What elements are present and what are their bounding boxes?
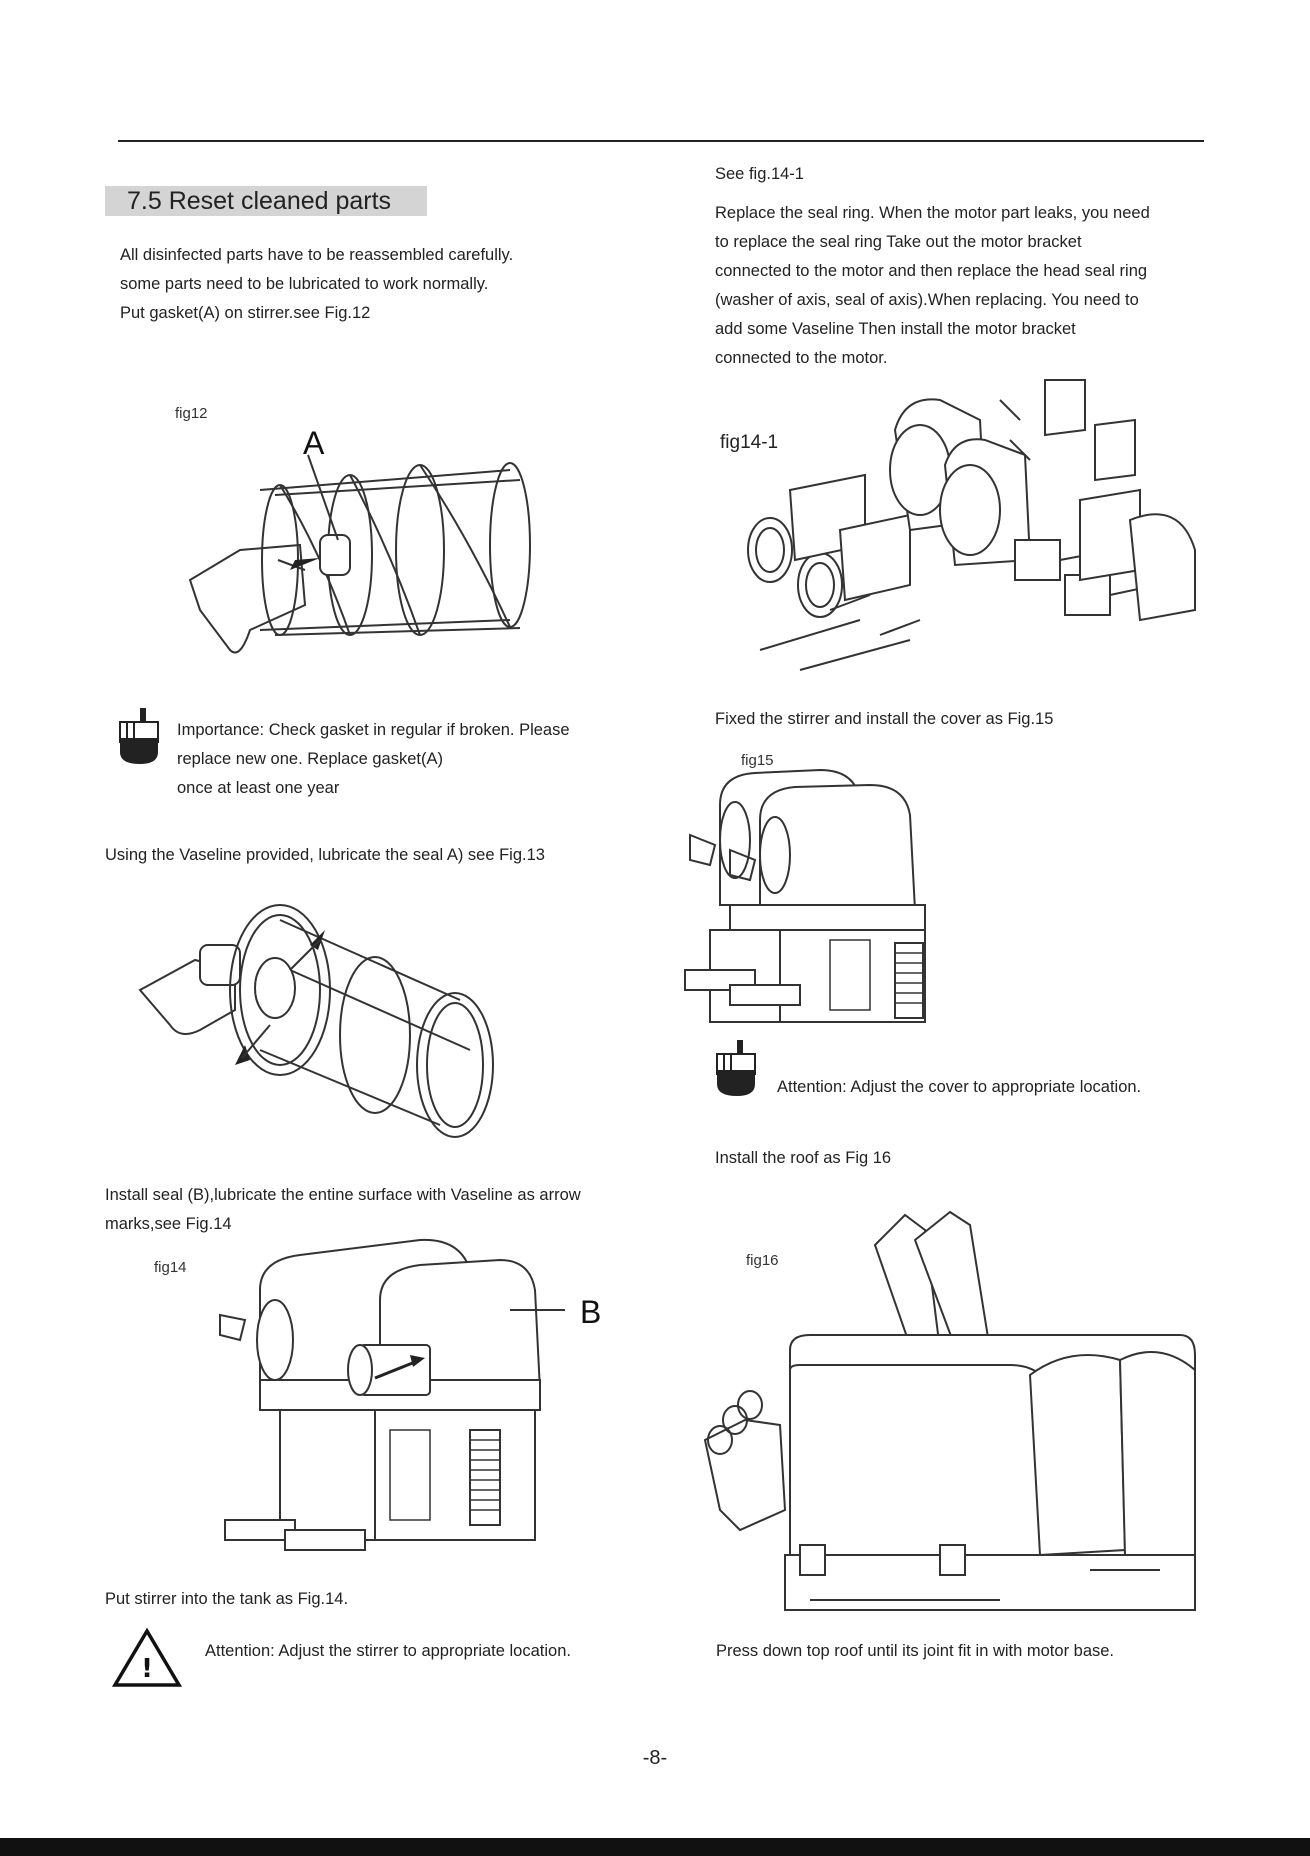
pointing-hand-icon	[716, 1040, 756, 1096]
replace-seal-line: add some Vaseline Then install the motor…	[715, 320, 1076, 338]
replace-seal-line: to replace the seal ring Take out the mo…	[715, 233, 1082, 251]
fig15-illustration	[684, 768, 926, 1023]
replace-seal-paragraph: Replace the seal ring. When the motor pa…	[715, 199, 1150, 373]
warning-triangle-icon: !	[111, 1627, 183, 1687]
replace-seal-line: connected to the motor.	[715, 349, 888, 367]
intro-paragraph: All disinfected parts have to be reassem…	[120, 241, 513, 328]
vaseline-instruction: Using the Vaseline provided, lubricate t…	[105, 846, 545, 864]
importance-line: Importance: Check gasket in regular if b…	[177, 721, 570, 739]
intro-line: All disinfected parts have to be reassem…	[120, 246, 514, 264]
fig14-label-b: B	[580, 1294, 602, 1330]
fig16-illustration	[703, 1210, 1196, 1611]
fig13-illustration	[138, 904, 494, 1138]
install-seal-instruction: Install seal (B),lubricate the entine su…	[105, 1181, 581, 1239]
fig12-label-a: A	[303, 425, 325, 461]
importance-line: once at least one year	[177, 779, 340, 797]
replace-seal-line: Replace the seal ring. When the motor pa…	[715, 204, 1150, 222]
replace-seal-line: (washer of axis, seal of axis).When repl…	[715, 291, 1139, 309]
press-down-instruction: Press down top roof until its joint fit …	[716, 1642, 1115, 1660]
fig16-caption: fig16	[746, 1252, 779, 1269]
top-rule	[118, 140, 1204, 142]
page-number: -8-	[642, 1747, 668, 1769]
importance-line: replace new one. Replace gasket(A)	[177, 750, 443, 768]
install-seal-line: marks,see Fig.14	[105, 1215, 232, 1233]
intro-line: some parts need to be lubricated to work…	[120, 275, 489, 293]
fig14-1-illustration	[747, 379, 1196, 671]
fig14-caption: fig14	[154, 1259, 187, 1276]
fig12-illustration	[188, 454, 531, 654]
importance-note: Importance: Check gasket in regular if b…	[177, 716, 570, 803]
put-stirrer-instruction: Put stirrer into the tank as Fig.14.	[105, 1590, 349, 1608]
left-attention-note: Attention: Adjust the stirrer to appropr…	[205, 1642, 571, 1660]
fig14-illustration	[219, 1238, 565, 1551]
fixed-stirrer-instruction: Fixed the stirrer and install the cover …	[715, 710, 1054, 728]
fig15-caption: fig15	[741, 752, 774, 769]
see-fig-14-1: See fig.14-1	[715, 165, 804, 183]
intro-line: Put gasket(A) on stirrer.see Fig.12	[120, 304, 371, 322]
install-seal-line: Install seal (B),lubricate the entine su…	[105, 1186, 581, 1204]
fig14-1-caption: fig14-1	[720, 432, 779, 453]
svg-text:!: !	[141, 1654, 153, 1684]
fig12-caption: fig12	[175, 405, 208, 422]
install-roof-instruction: Install the roof as Fig 16	[715, 1149, 892, 1167]
right-attention-note: Attention: Adjust the cover to appropria…	[777, 1078, 1142, 1096]
replace-seal-line: connected to the motor and then replace …	[715, 262, 1148, 280]
pointing-hand-icon	[119, 708, 159, 764]
section-heading: 7.5 Reset cleaned parts	[105, 186, 427, 216]
bottom-bar	[0, 1838, 1310, 1856]
